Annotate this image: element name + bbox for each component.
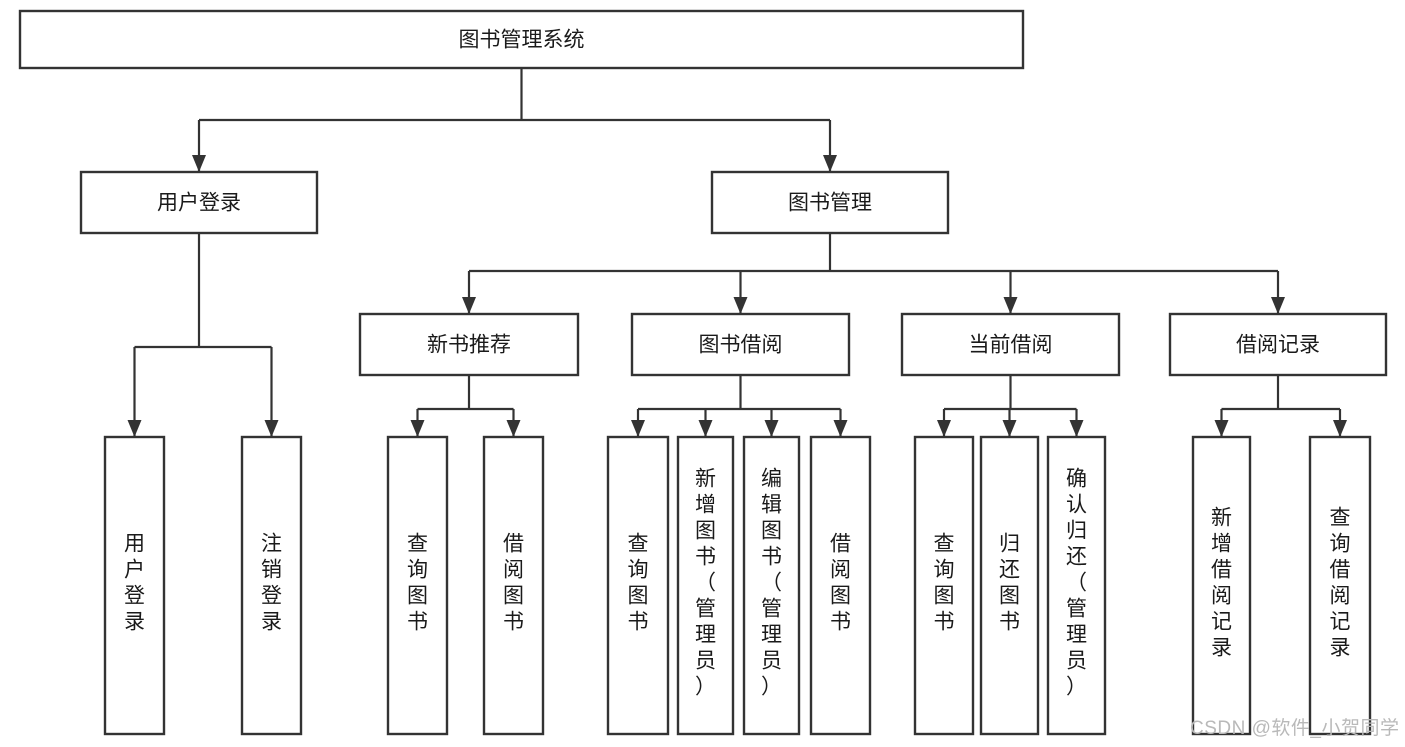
node-leaf-3[interactable]: 借阅图书 [482, 435, 545, 736]
node-leaf-3-label: 借阅图书 [503, 533, 524, 634]
node-leaf-8-box [913, 435, 975, 736]
node-leaf-12[interactable]: 查询借阅记录 [1308, 435, 1372, 736]
arrow-head-icon [1002, 420, 1017, 437]
node-leaf-5-label: 新增图书（管理员） [695, 468, 716, 699]
node-leaf-4-label: 查询图书 [628, 533, 649, 634]
node-leaf-0-label: 用户登录 [124, 533, 145, 634]
node-root-label: 图书管理系统 [459, 29, 585, 52]
arrow-head-icon [264, 420, 279, 437]
node-level1-0-label: 用户登录 [157, 192, 241, 215]
node-level2-0[interactable]: 新书推荐 [358, 312, 580, 377]
arrow-head-icon [833, 420, 848, 437]
node-leaf-1[interactable]: 注销登录 [240, 435, 303, 736]
node-leaf-10-label: 确认归还（管理员） [1066, 468, 1087, 699]
node-leaf-7-box [809, 435, 872, 736]
node-leaf-9-label: 归还图书 [999, 533, 1020, 634]
node-level1-1-label: 图书管理 [788, 192, 872, 215]
node-leaf-3-box [482, 435, 545, 736]
node-leaf-0[interactable]: 用户登录 [103, 435, 166, 736]
node-leaf-1-label: 注销登录 [261, 533, 282, 634]
node-level2-1-label: 图书借阅 [699, 334, 783, 357]
node-layer: 图书管理系统用户登录图书管理新书推荐图书借阅当前借阅借阅记录用户登录注销登录查询… [18, 9, 1388, 736]
node-leaf-7-label: 借阅图书 [830, 533, 851, 634]
node-leaf-7[interactable]: 借阅图书 [809, 435, 872, 736]
arrow-head-icon [127, 420, 142, 437]
node-leaf-9-box [979, 435, 1040, 736]
connector-layer [127, 68, 1347, 437]
node-level1-1[interactable]: 图书管理 [710, 170, 950, 235]
node-leaf-1-box [240, 435, 303, 736]
node-level1-1-box [710, 170, 950, 235]
node-leaf-12-box [1308, 435, 1372, 736]
arrow-head-icon [1069, 420, 1084, 437]
node-leaf-11-box [1191, 435, 1252, 736]
node-leaf-5-box [676, 435, 735, 736]
arrow-head-icon [937, 420, 951, 437]
node-leaf-11[interactable]: 新增借阅记录 [1191, 435, 1252, 736]
arrow-head-icon [1003, 297, 1018, 314]
arrow-head-icon [506, 420, 521, 437]
node-level1-0-box [79, 170, 319, 235]
node-level2-1[interactable]: 图书借阅 [630, 312, 851, 377]
node-level2-0-box [358, 312, 580, 377]
arrow-head-icon [192, 155, 206, 172]
node-level1-0[interactable]: 用户登录 [79, 170, 319, 235]
node-leaf-9[interactable]: 归还图书 [979, 435, 1040, 736]
node-leaf-0-box [103, 435, 166, 736]
arrow-head-icon [631, 420, 645, 437]
node-root-box [18, 9, 1025, 70]
node-level2-2[interactable]: 当前借阅 [900, 312, 1121, 377]
node-leaf-4-box [606, 435, 670, 736]
node-leaf-12-label: 查询借阅记录 [1330, 507, 1351, 660]
arrow-head-icon [1214, 420, 1229, 437]
node-leaf-6-label: 编辑图书（管理员） [761, 468, 782, 699]
node-leaf-2-box [386, 435, 449, 736]
node-level2-0-label: 新书推荐 [427, 334, 511, 357]
arrow-head-icon [1271, 297, 1285, 314]
node-level2-3[interactable]: 借阅记录 [1168, 312, 1388, 377]
node-level2-1-box [630, 312, 851, 377]
node-leaf-10-box [1046, 435, 1107, 736]
node-leaf-5[interactable]: 新增图书（管理员） [676, 435, 735, 736]
node-leaf-2-label: 查询图书 [407, 533, 428, 634]
node-leaf-8-label: 查询图书 [934, 533, 955, 634]
arrow-head-icon [764, 420, 779, 437]
node-leaf-2[interactable]: 查询图书 [386, 435, 449, 736]
arrow-head-icon [733, 297, 748, 314]
node-leaf-10[interactable]: 确认归还（管理员） [1046, 435, 1107, 736]
node-leaf-11-label: 新增借阅记录 [1211, 507, 1232, 660]
arrow-head-icon [1333, 420, 1347, 437]
arrow-head-icon [698, 420, 713, 437]
node-root[interactable]: 图书管理系统 [18, 9, 1025, 70]
node-level2-3-box [1168, 312, 1388, 377]
arrow-head-icon [823, 155, 837, 172]
node-leaf-8[interactable]: 查询图书 [913, 435, 975, 736]
node-level2-2-box [900, 312, 1121, 377]
node-leaf-4[interactable]: 查询图书 [606, 435, 670, 736]
node-level2-2-label: 当前借阅 [969, 334, 1053, 357]
node-level2-3-label: 借阅记录 [1236, 334, 1320, 357]
node-leaf-6[interactable]: 编辑图书（管理员） [742, 435, 801, 736]
node-leaf-6-box [742, 435, 801, 736]
arrow-head-icon [410, 420, 425, 437]
arrow-head-icon [462, 297, 476, 314]
